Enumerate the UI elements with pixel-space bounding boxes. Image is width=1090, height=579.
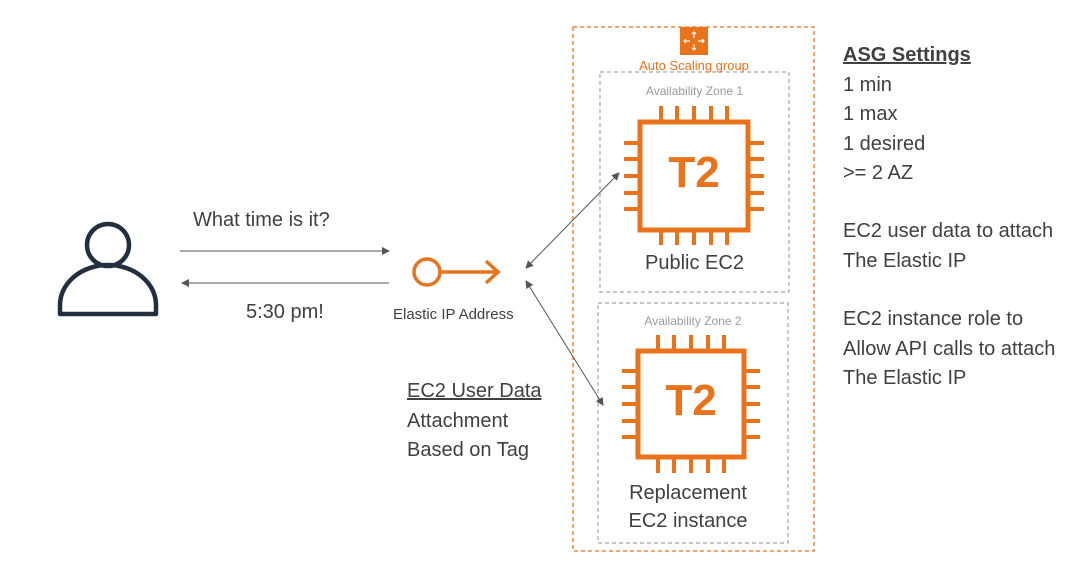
asg-settings: ASG Settings 1 min 1 max 1 desired >= 2 … [843, 41, 971, 189]
user-data-note: EC2 User Data Attachment Based on Tag [407, 377, 542, 466]
replacement-ec2-label-line1: Replacement [629, 482, 747, 504]
instance-role-line3: The Elastic IP [843, 367, 967, 389]
user-icon [57, 221, 159, 317]
user-data-attach-note: EC2 user data to attach The Elastic IP [843, 217, 1053, 276]
asg-az: >= 2 AZ [843, 162, 914, 184]
ec2-chip-icon-1 [624, 106, 764, 245]
request-message: What time is it? [193, 209, 330, 231]
ec2-chip-icon-2 [622, 335, 760, 473]
instance-role-note: EC2 instance role to Allow API calls to … [843, 305, 1055, 394]
asg-settings-heading: ASG Settings [843, 44, 971, 66]
user-data-attach-line2: The Elastic IP [843, 249, 967, 272]
elastic-ip-icon [412, 257, 501, 287]
chip-text-1: T2 [668, 148, 720, 197]
az2-label: Availability Zone 2 [644, 314, 742, 328]
eip-to-replacement-ec2-arrow [525, 280, 604, 406]
public-ec2-label: Public EC2 [645, 252, 744, 274]
user-data-line2: Based on Tag [407, 439, 529, 461]
instance-role-line2: Allow API calls to attach [843, 337, 1056, 360]
elastic-ip-label: Elastic IP Address [393, 306, 514, 323]
asg-desired: 1 desired [843, 132, 926, 155]
asg-min: 1 min [843, 73, 892, 96]
user-data-heading: EC2 User Data [407, 380, 542, 402]
asg-icon [680, 27, 708, 55]
response-message: 5:30 pm! [246, 301, 324, 323]
user-data-attach-line1: EC2 user data to attach [843, 220, 1054, 242]
asg-max: 1 max [843, 103, 898, 125]
replacement-ec2-label-line2: EC2 instance [628, 510, 748, 532]
eip-to-public-ec2-arrow [525, 172, 620, 269]
az1-label: Availability Zone 1 [645, 84, 744, 98]
instance-role-line1: EC2 instance role to [843, 308, 1024, 330]
chip-text-2: T2 [665, 376, 717, 425]
asg-boundary [572, 26, 815, 552]
user-data-line1: Attachment [407, 409, 509, 432]
asg-label: Auto Scaling group [639, 58, 749, 73]
availability-zone-2 [597, 302, 789, 544]
